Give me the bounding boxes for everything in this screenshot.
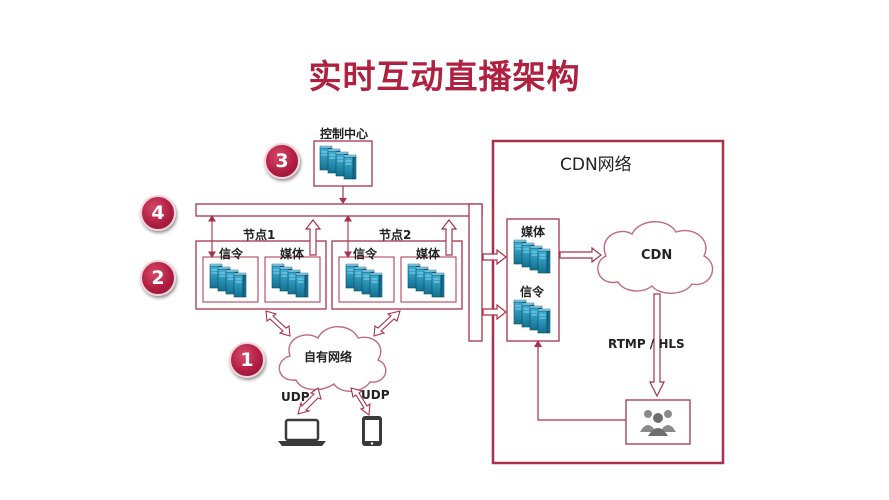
node2-label: 节点2 <box>379 228 412 242</box>
cdn-network-box <box>491 139 725 465</box>
audience-signaling-line <box>537 346 626 421</box>
bus-signaling-arrows <box>208 214 352 259</box>
bar-to-edge-arrows <box>482 248 507 321</box>
badge-1: 1 <box>229 342 265 378</box>
udp-right-label: UDP <box>361 388 390 402</box>
node1-media-label: 媒体 <box>280 247 305 261</box>
cloud-to-device-arrows <box>297 387 371 417</box>
media-to-bus-arrows <box>304 219 458 256</box>
badge-2: 2 <box>140 260 176 296</box>
udp-left-label: UDP <box>281 390 310 404</box>
cdn-network-label: CDN网络 <box>560 155 632 175</box>
node1-signaling-label: 信令 <box>219 247 244 261</box>
edge-to-cdn-arrow <box>559 246 602 264</box>
users-group-icon <box>640 410 676 436</box>
node-to-cloud-arrows <box>265 310 401 337</box>
edge-signaling-label: 信令 <box>520 285 545 299</box>
bus-bar <box>195 203 483 217</box>
cdn-to-audience-arrow <box>649 293 665 398</box>
vertical-connector-bar <box>468 203 483 342</box>
badge-3: 3 <box>264 143 300 179</box>
own-network-label: 自有网络 <box>304 350 353 364</box>
cdn-cloud-icon <box>597 221 714 294</box>
phone-icon <box>362 416 382 446</box>
node2-media-label: 媒体 <box>416 247 441 261</box>
rtmp-hls-label: RTMP / HLS <box>608 337 685 351</box>
page-title: 实时互动直播架构 <box>308 57 581 96</box>
laptop-icon <box>278 418 326 446</box>
cdn-label: CDN <box>641 248 673 263</box>
node1-label: 节点1 <box>243 228 276 242</box>
edge-media-label: 媒体 <box>521 225 546 239</box>
node2-signaling-label: 信令 <box>353 247 378 261</box>
own-network-cloud-icon <box>278 326 387 392</box>
control-center-label: 控制中心 <box>320 127 369 141</box>
badge-4: 4 <box>140 195 176 231</box>
